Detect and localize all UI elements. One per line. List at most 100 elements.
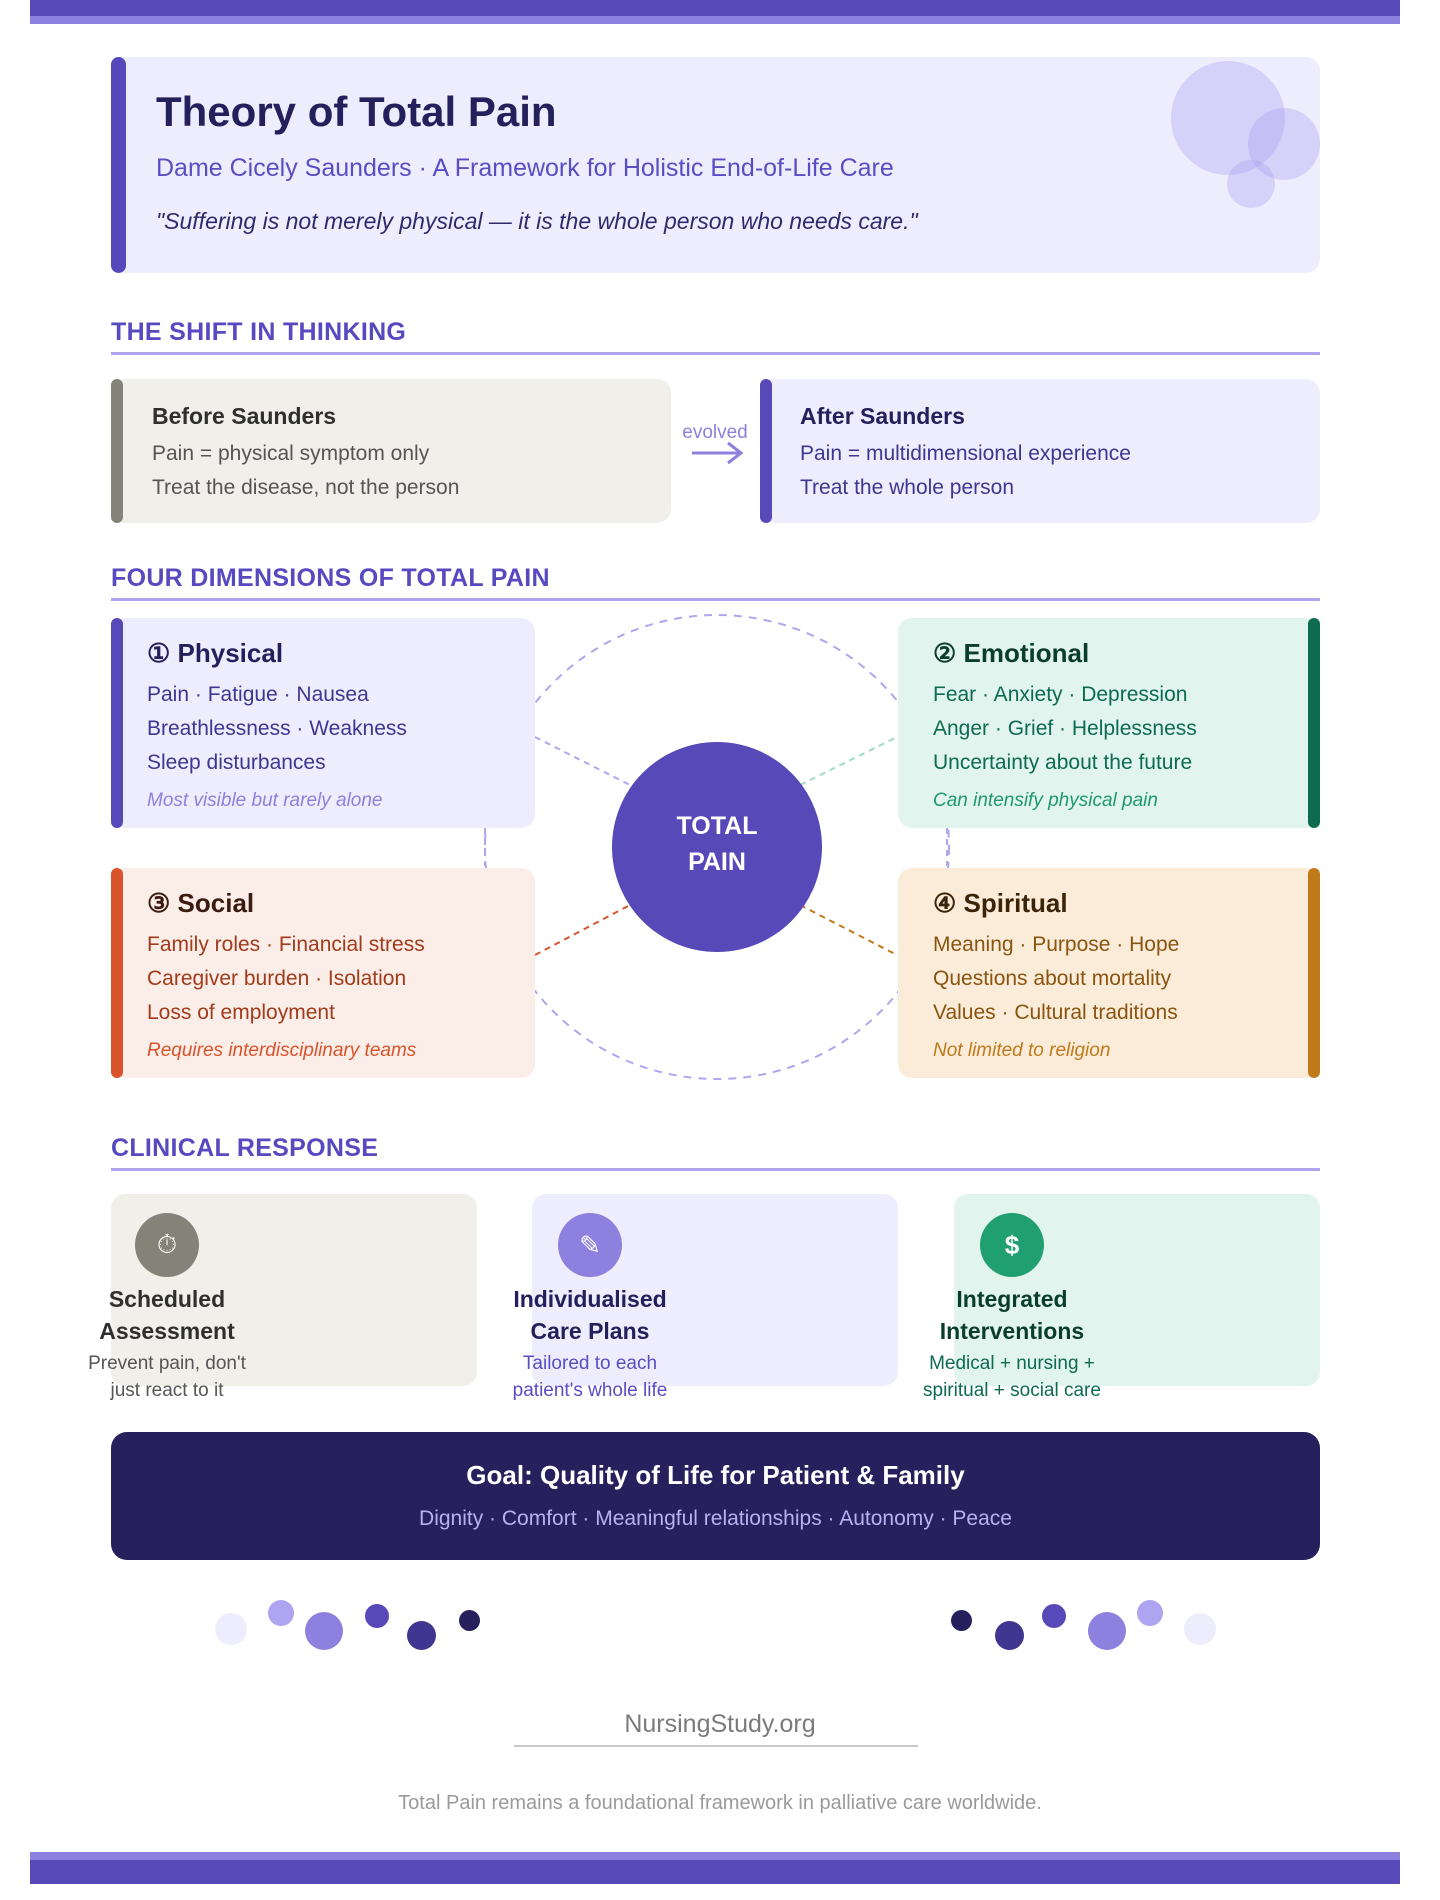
pencil-icon: ✎ bbox=[558, 1213, 622, 1277]
decorative-bubble-medium bbox=[1248, 108, 1320, 180]
assessment-desc: Prevent pain, don't just react to it bbox=[37, 1350, 297, 1404]
spiritual-title: ④ Spiritual bbox=[933, 888, 1068, 918]
physical-line-1: Pain · Fatigue · Nausea bbox=[147, 683, 369, 706]
connector-physical bbox=[534, 736, 631, 786]
top-bar-light bbox=[30, 16, 1400, 24]
section-rule-shift bbox=[111, 352, 1320, 355]
site-name: NursingStudy.org bbox=[624, 1710, 816, 1738]
interventions-desc-line-1: Medical + nursing + bbox=[929, 1353, 1095, 1374]
goal-title: Goal: Quality of Life for Patient & Fami… bbox=[466, 1460, 965, 1490]
before-accent-bar bbox=[111, 379, 123, 523]
dimension-card-social bbox=[111, 868, 535, 1078]
interventions-desc-line-2: spiritual + social care bbox=[923, 1380, 1101, 1401]
physical-accent-bar bbox=[111, 618, 123, 828]
connector-spiritual bbox=[799, 904, 898, 956]
emotional-line-2: Anger · Grief · Helplessness bbox=[933, 717, 1197, 740]
goal-banner bbox=[111, 1432, 1320, 1560]
spiritual-line-3: Values · Cultural traditions bbox=[933, 1001, 1178, 1024]
assessment-desc-line-1: Prevent pain, don't bbox=[88, 1353, 246, 1374]
before-line-1: Pain = physical symptom only bbox=[152, 442, 430, 465]
interventions-title-line-2: Interventions bbox=[939, 1318, 1085, 1344]
decorative-bubble-large bbox=[1171, 61, 1285, 175]
assessment-title: Scheduled Assessment bbox=[37, 1283, 297, 1347]
assessment-desc-line-2: just react to it bbox=[110, 1380, 224, 1401]
dimension-card-physical bbox=[111, 618, 535, 828]
social-title: ③ Social bbox=[147, 888, 255, 918]
interventions-title: Integrated Interventions bbox=[882, 1283, 1142, 1347]
social-line-2: Caregiver burden · Isolation bbox=[147, 967, 407, 990]
dimension-card-spiritual bbox=[898, 868, 1320, 1078]
after-title: After Saunders bbox=[800, 403, 965, 429]
section-rule-clinical bbox=[111, 1168, 1320, 1171]
section-title-shift: THE SHIFT IN THINKING bbox=[111, 318, 407, 346]
care-plans-title-line-2: Care Plans bbox=[530, 1318, 650, 1344]
physical-note: Most visible but rarely alone bbox=[147, 790, 383, 811]
before-title: Before Saunders bbox=[152, 403, 337, 429]
decorative-bubble-small bbox=[1227, 160, 1275, 208]
top-bar-dark bbox=[30, 0, 1400, 16]
care-plans-desc-line-1: Tailored to each bbox=[522, 1353, 658, 1374]
page-subtitle: Dame Cicely Saunders · A Framework for H… bbox=[156, 154, 894, 182]
page-title: Theory of Total Pain bbox=[156, 88, 557, 135]
connector-label: evolved bbox=[682, 422, 748, 443]
spiritual-accent-bar bbox=[1308, 868, 1320, 1078]
goal-subtitle: Dignity · Comfort · Meaningful relations… bbox=[419, 1507, 1012, 1530]
before-line-2: Treat the disease, not the person bbox=[152, 476, 460, 499]
decorative-dot bbox=[951, 1610, 972, 1631]
emotional-title: ② Emotional bbox=[933, 638, 1090, 668]
spiritual-line-1: Meaning · Purpose · Hope bbox=[933, 933, 1180, 956]
social-accent-bar bbox=[111, 868, 123, 1078]
interventions-title-line-1: Integrated bbox=[956, 1286, 1068, 1312]
decorative-dot bbox=[1088, 1612, 1126, 1650]
total-pain-diagram: TOTAL PAIN bbox=[484, 614, 950, 1080]
bottom-bar-light bbox=[30, 1852, 1400, 1860]
emotional-line-3: Uncertainty about the future bbox=[933, 751, 1193, 774]
decorative-dot bbox=[268, 1600, 294, 1626]
social-line-1: Family roles · Financial stress bbox=[147, 933, 425, 956]
footer-note: Total Pain remains a foundational framew… bbox=[398, 1792, 1042, 1814]
assessment-title-line-2: Assessment bbox=[99, 1318, 235, 1344]
social-line-3: Loss of employment bbox=[147, 1001, 335, 1024]
arrow-right-icon bbox=[692, 441, 744, 465]
emotional-line-1: Fear · Anxiety · Depression bbox=[933, 683, 1188, 706]
after-accent-bar bbox=[760, 379, 772, 523]
decorative-dot bbox=[305, 1612, 343, 1650]
physical-title: ① Physical bbox=[147, 638, 284, 668]
social-note: Requires interdisciplinary teams bbox=[147, 1040, 417, 1061]
section-rule-dimensions bbox=[111, 598, 1320, 601]
header-card bbox=[111, 57, 1320, 273]
decorative-dot bbox=[215, 1613, 247, 1645]
spiritual-line-2: Questions about mortality bbox=[933, 967, 1172, 990]
site-underline bbox=[514, 1745, 918, 1747]
header-quote: "Suffering is not merely physical — it i… bbox=[156, 208, 918, 234]
after-line-2: Treat the whole person bbox=[800, 476, 1015, 499]
decorative-dot bbox=[459, 1610, 480, 1631]
header-accent-bar bbox=[111, 57, 126, 273]
dimension-orbit-ring bbox=[484, 614, 950, 1080]
decorative-dot bbox=[1137, 1600, 1163, 1626]
decorative-dot bbox=[995, 1621, 1024, 1650]
after-line-1: Pain = multidimensional experience bbox=[800, 442, 1131, 465]
decorative-dot bbox=[407, 1621, 436, 1650]
assessment-title-line-1: Scheduled bbox=[108, 1286, 226, 1312]
dollar-icon: $ bbox=[980, 1213, 1044, 1277]
dimension-card-emotional bbox=[898, 618, 1320, 828]
connector-social bbox=[534, 904, 631, 956]
emotional-note: Can intensify physical pain bbox=[933, 790, 1158, 811]
center-label-line-2: PAIN bbox=[688, 848, 746, 876]
section-title-clinical: CLINICAL RESPONSE bbox=[111, 1134, 379, 1162]
connector-emotional bbox=[799, 736, 898, 786]
care-plans-desc-line-2: patient's whole life bbox=[512, 1380, 668, 1401]
care-plans-title-line-1: Individualised bbox=[513, 1286, 667, 1312]
spiritual-note: Not limited to religion bbox=[933, 1040, 1111, 1061]
decorative-dot bbox=[1184, 1613, 1216, 1645]
care-plans-title: Individualised Care Plans bbox=[460, 1283, 720, 1347]
center-label-line-1: TOTAL bbox=[676, 812, 757, 840]
decorative-dot bbox=[365, 1604, 389, 1628]
bottom-bar-dark bbox=[30, 1860, 1400, 1884]
before-saunders-card bbox=[111, 379, 671, 523]
stopwatch-icon: ⏱ bbox=[135, 1213, 199, 1277]
total-pain-center-node bbox=[612, 742, 822, 952]
interventions-desc: Medical + nursing + spiritual + social c… bbox=[882, 1350, 1142, 1404]
section-title-dimensions: FOUR DIMENSIONS OF TOTAL PAIN bbox=[111, 564, 550, 592]
